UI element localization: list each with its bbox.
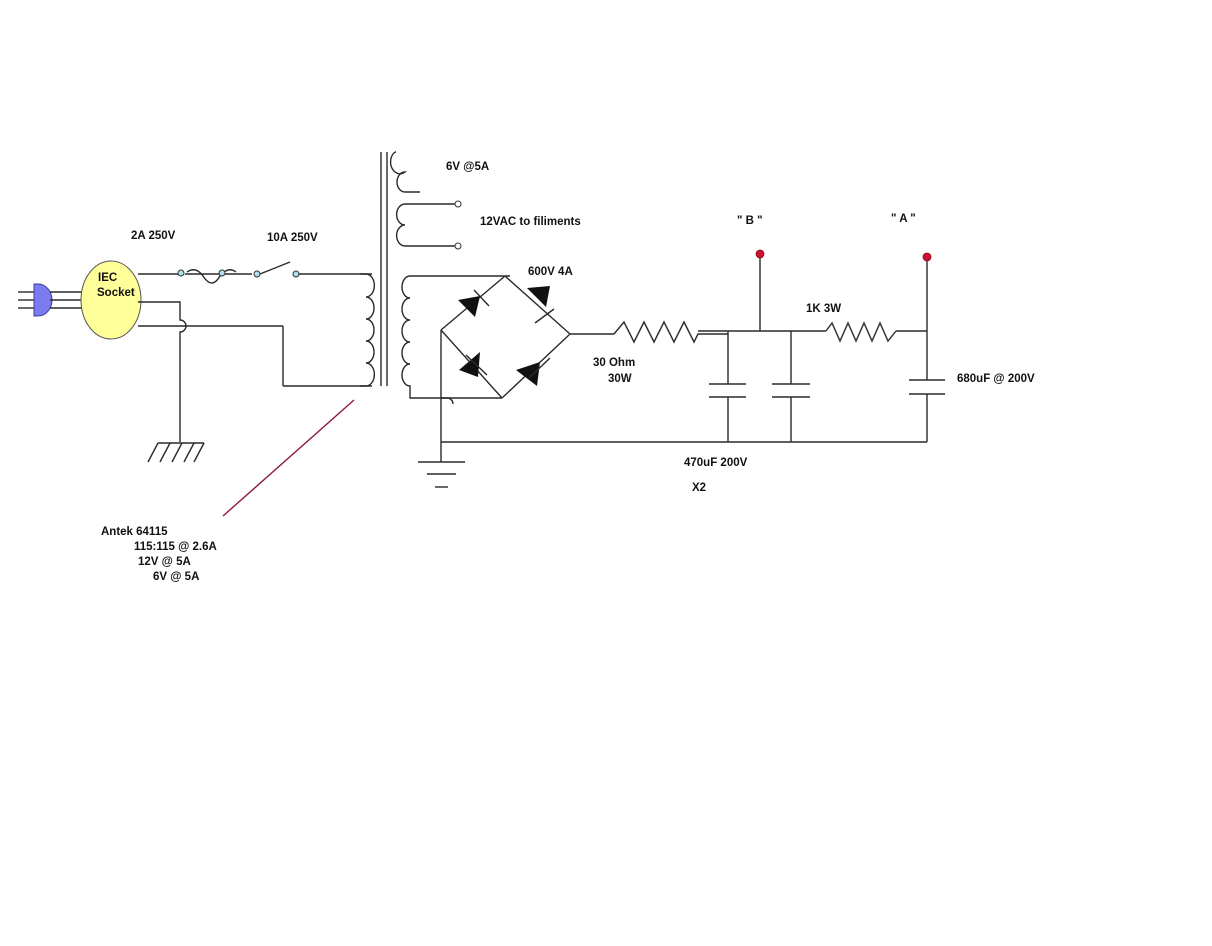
terminal-b-label: " B " — [737, 215, 763, 227]
terminal-a-label: " A " — [891, 213, 916, 225]
filament-6v-winding — [389, 151, 420, 193]
circuit-ground-symbol — [418, 442, 465, 488]
iec-label-line1: IEC — [98, 272, 117, 284]
transformer-spec-6v: 6V @ 5A — [153, 571, 199, 583]
mains-plug — [18, 283, 84, 317]
transformer-spec-12v: 12V @ 5A — [138, 556, 191, 568]
diode — [527, 286, 555, 324]
fuse — [177, 269, 226, 277]
transformer-model-label: Antek 64115 — [101, 526, 168, 538]
neutral-wire — [138, 325, 372, 387]
transformer-primary-winding — [360, 273, 376, 387]
resistor-30-ohm — [613, 320, 728, 344]
diode — [516, 357, 551, 386]
filament-6v-label: 6V @5A — [446, 161, 489, 173]
capacitor-680uf — [909, 379, 945, 442]
resistor2-label: 1K 3W — [806, 303, 841, 315]
resistor1-power-label: 30W — [608, 373, 632, 385]
transformer-spec-primary: 115:115 @ 2.6A — [134, 541, 217, 553]
wire-crossover-hop — [441, 397, 454, 405]
switch-rating-label: 10A 250V — [267, 232, 318, 244]
filament-12v-label: 12VAC to filiments — [480, 216, 581, 228]
cap-470uf-label: 470uF 200V — [684, 457, 748, 469]
hv-secondary-winding — [401, 275, 510, 399]
terminal-a — [922, 252, 932, 380]
bridge-rectifier — [440, 275, 614, 442]
terminal-b — [755, 249, 765, 331]
capacitor-470uf — [772, 331, 810, 442]
line-wire — [138, 261, 372, 284]
resistor-1k — [825, 321, 897, 343]
iec-label-line2: Socket — [97, 287, 135, 299]
power-switch — [253, 270, 300, 278]
earth-wire — [138, 301, 187, 442]
filter-rail — [441, 330, 927, 443]
cap-470uf-qty-label: X2 — [692, 482, 706, 494]
resistor1-value-label: 30 Ohm — [593, 357, 635, 369]
transformer-core — [380, 152, 388, 386]
chassis-ground-symbol — [147, 442, 205, 463]
capacitor-470uf — [709, 331, 746, 442]
iec-socket: IEC Socket — [80, 260, 142, 340]
fuse-rating-label: 2A 250V — [131, 230, 176, 242]
filament-12v-winding — [395, 200, 462, 250]
diode — [459, 352, 488, 377]
transformer-pointer-line — [222, 399, 355, 517]
diode — [458, 289, 490, 317]
cap-680uf-label: 680uF @ 200V — [957, 373, 1035, 385]
bridge-rating-label: 600V 4A — [528, 266, 573, 278]
